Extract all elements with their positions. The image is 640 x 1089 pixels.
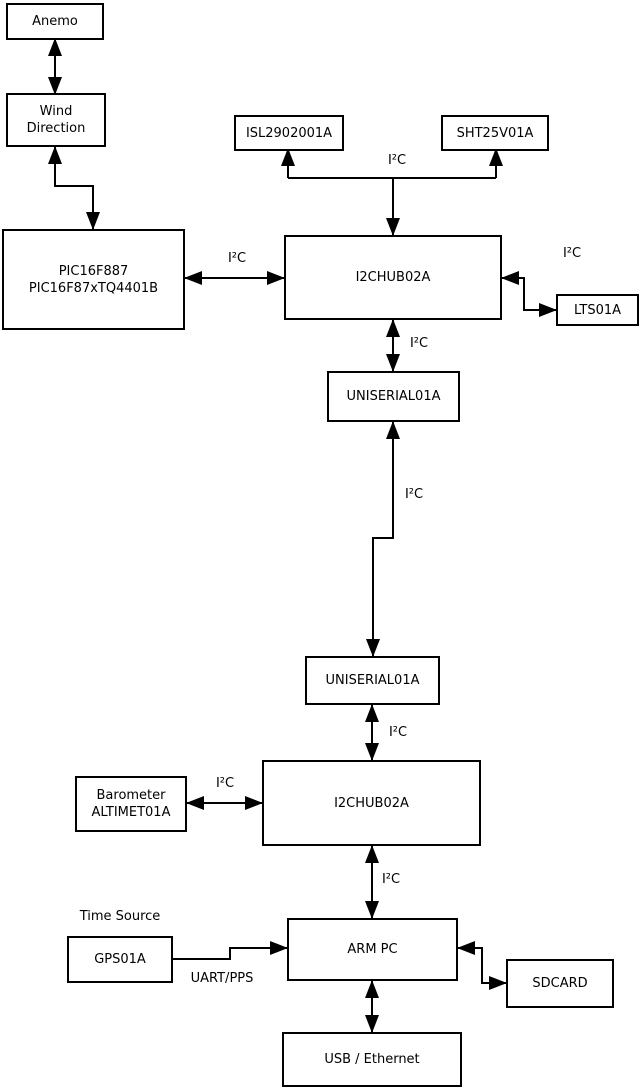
block-pic16f887-label: PIC16F887 PIC16F87xTQ4401B xyxy=(28,263,159,296)
block-pic16f887: PIC16F887 PIC16F87xTQ4401B xyxy=(2,229,185,330)
block-sdcard-label: SDCARD xyxy=(532,976,588,991)
block-isl2902001a: ISL2902001A xyxy=(234,115,344,151)
block-arm-pc: ARM PC xyxy=(287,918,458,981)
block-uniserial01a-1-label: UNISERIAL01A xyxy=(346,389,441,404)
edge-armpc-sdcard xyxy=(457,941,507,990)
block-isl2902001a-label: ISL2902001A xyxy=(245,125,333,141)
block-lts01a: LTS01A xyxy=(556,294,639,326)
block-barometer-altimet01a: Barometer ALTIMET01A xyxy=(75,776,187,832)
edge-label-i2c-uniserial-link: I²C xyxy=(404,487,424,502)
edge-label-i2c-pic-hub1: I²C xyxy=(227,251,247,266)
block-usb-ethernet: USB / Ethernet xyxy=(282,1032,462,1087)
block-barometer-altimet01a-label: Barometer ALTIMET01A xyxy=(91,788,171,820)
edge-label-i2c-barometer-hub2: I²C xyxy=(215,776,235,791)
block-i2chub02a-1: I2CHUB02A xyxy=(284,235,502,320)
block-sht25v01a-label: SHT25V01A xyxy=(456,125,534,141)
edge-label-i2c-hub1-uniserial1: I²C xyxy=(409,336,429,351)
block-lts01a-label: LTS01A xyxy=(573,302,622,318)
block-i2chub02a-2: I2CHUB02A xyxy=(262,760,481,846)
edge-label-i2c-hub2-armpc: I²C xyxy=(381,872,401,887)
block-anemo: Anemo xyxy=(6,3,104,40)
edge-label-i2c-top-bus: I²C xyxy=(387,153,407,168)
edge-uniserial1-uniserial2-i2c xyxy=(366,421,400,657)
edge-label-time-source: Time Source xyxy=(79,909,161,924)
block-anemo-label: Anemo xyxy=(32,14,78,29)
block-gps01a-label: GPS01A xyxy=(94,952,146,967)
block-arm-pc-label: ARM PC xyxy=(347,942,398,957)
block-i2chub02a-2-label: I2CHUB02A xyxy=(334,795,409,811)
block-gps01a: GPS01A xyxy=(67,936,173,983)
block-uniserial01a-2-label: UNISERIAL01A xyxy=(325,673,420,688)
edge-label-i2c-uniserial2-hub2: I²C xyxy=(388,725,408,740)
edge-label-i2c-hub1-lts: I²C xyxy=(562,246,582,261)
edge-label-uart-pps: UART/PPS xyxy=(190,971,254,986)
block-uniserial01a-1: UNISERIAL01A xyxy=(327,371,460,422)
block-i2chub02a-1-label: I2CHUB02A xyxy=(355,270,431,285)
edge-gps-armpc-uart xyxy=(173,941,288,960)
block-uniserial01a-2: UNISERIAL01A xyxy=(305,656,440,705)
block-wind-direction: Wind Direction xyxy=(6,93,106,147)
block-wind-direction-label: Wind Direction xyxy=(26,104,86,136)
block-usb-ethernet-label: USB / Ethernet xyxy=(324,1052,420,1067)
edge-hub1-lts-i2c xyxy=(501,271,557,317)
block-sdcard: SDCARD xyxy=(506,959,614,1008)
block-sht25v01a: SHT25V01A xyxy=(441,115,549,151)
edge-winddirection-pic xyxy=(48,146,100,230)
